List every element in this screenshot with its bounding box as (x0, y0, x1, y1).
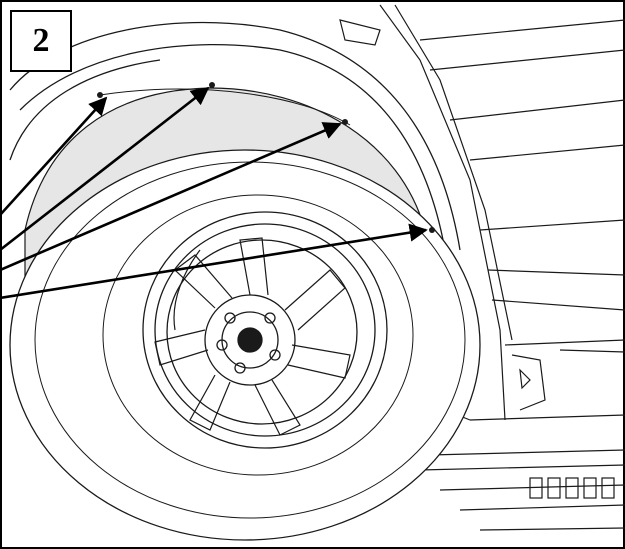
fastener-1 (209, 82, 215, 88)
arrow-2 (0, 86, 210, 252)
fastener-points (97, 82, 435, 233)
fender-arch (9, 21, 461, 251)
running-board (419, 449, 625, 531)
wheel-spokes (154, 237, 351, 436)
arrow-3 (0, 122, 342, 272)
callout-arrows (0, 86, 428, 300)
wheel-rim (142, 211, 388, 449)
fastener-2 (342, 119, 348, 125)
step-number: 2 (32, 22, 50, 59)
arrow-1 (0, 96, 108, 216)
step-number-box: 2 (10, 10, 72, 72)
fastener-3 (429, 227, 435, 233)
fastener-4 (97, 92, 103, 98)
arrow-4 (0, 223, 428, 300)
